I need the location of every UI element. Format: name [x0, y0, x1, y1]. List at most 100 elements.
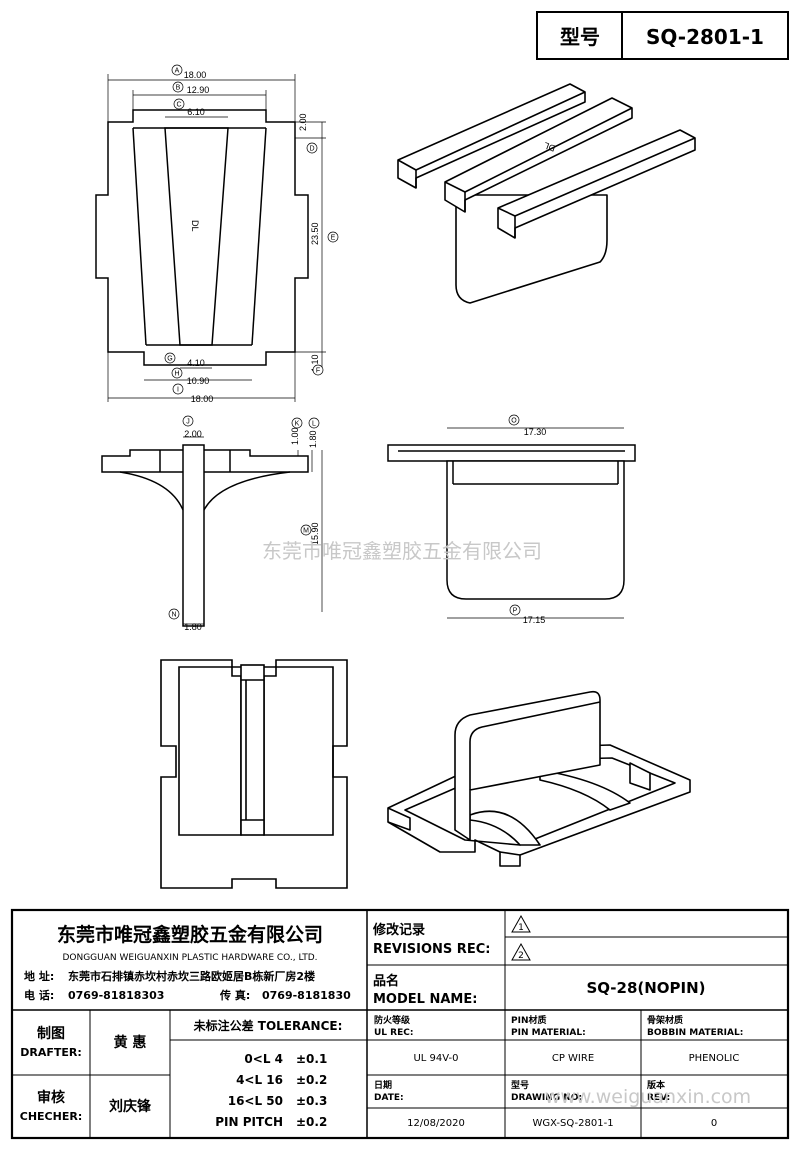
isometric-view-2	[387, 690, 691, 867]
top-view	[95, 109, 309, 366]
dim-a: 18.00	[184, 70, 207, 80]
svg-text:B: B	[176, 85, 181, 92]
svg-text:O: O	[511, 418, 517, 425]
checker-label-en: CHECHER:	[20, 1110, 82, 1123]
dim-b: 12.90	[187, 85, 210, 95]
rev-label-cn: 版本	[646, 1079, 666, 1091]
svg-text:L: L	[312, 421, 316, 428]
phone-label: 电 话:	[24, 988, 54, 1002]
revision-triangle-1: 1	[511, 914, 531, 933]
company-name-cn: 东莞市唯冠鑫塑胶五金有限公司	[57, 923, 323, 946]
tolerance-range-1: 0<L 4	[244, 1052, 283, 1066]
date-value: 12/08/2020	[407, 1118, 465, 1129]
drawing-no-value: WGX-SQ-2801-1	[532, 1118, 613, 1129]
svg-text:A: A	[175, 68, 180, 75]
bubbles-top: A B C D E F G H I	[164, 64, 339, 395]
drafter-label-en: DRAFTER:	[20, 1046, 82, 1059]
svg-text:J: J	[186, 419, 190, 426]
marking-dl-iso: DL	[542, 140, 556, 153]
side-view	[387, 444, 636, 600]
drawing-no-label-en: DRAWING NO:	[511, 1093, 582, 1103]
side-view-dim-lines	[447, 427, 624, 619]
svg-text:C: C	[176, 102, 181, 109]
header-box: 型号 SQ-2801-1	[536, 11, 789, 60]
dim-j: 2.00	[184, 429, 202, 439]
svg-text:1: 1	[518, 923, 524, 933]
address-value: 东莞市石排镇赤坎村赤坎三路欧姬居B栋新厂房2楼	[68, 969, 315, 983]
top-view-dim-lines	[107, 74, 326, 402]
svg-text:P: P	[513, 608, 518, 615]
tolerance-range-2: 4<L 16	[236, 1073, 283, 1087]
bottom-view	[160, 659, 348, 889]
bobbin-label-cn: 骨架材质	[647, 1014, 683, 1026]
tolerance-value-3: ±0.3	[296, 1094, 327, 1108]
svg-text:M: M	[303, 528, 309, 535]
svg-text:I: I	[177, 387, 179, 394]
revision-triangle-2: 2	[511, 942, 531, 961]
part-number: SQ-2801-1	[646, 25, 764, 49]
dim-l: 1.80	[308, 430, 318, 448]
fax-value: 0769-8181830	[262, 989, 351, 1002]
revisions-label-cn: 修改记录	[372, 922, 425, 938]
website-watermark: www.weiguanxin.com	[545, 1086, 751, 1108]
model-label-en: MODEL NAME:	[373, 992, 477, 1007]
dim-h: 10.90	[187, 376, 210, 386]
dim-c: 6.10	[187, 107, 205, 117]
svg-text:E: E	[331, 235, 336, 242]
bubbles-side: O P	[508, 414, 521, 616]
dim-p: 17.15	[523, 615, 546, 625]
watermark-text: 东莞市唯冠鑫塑胶五金有限公司	[262, 539, 542, 563]
dim-d: 2.00	[298, 113, 308, 131]
ul-label-cn: 防火等级	[374, 1014, 411, 1026]
drafter-label-cn: 制图	[37, 1025, 65, 1042]
dim-n: 1.80	[184, 622, 202, 632]
drawing-no-label-cn: 型号	[511, 1079, 529, 1091]
bubbles-front: J K L M N	[168, 415, 320, 620]
front-view-dim-lines	[183, 436, 323, 625]
dim-m: 15.90	[310, 522, 320, 545]
date-label-cn: 日期	[374, 1079, 392, 1091]
phone-value: 0769-81818303	[68, 989, 164, 1002]
title-block-lines	[10, 908, 790, 1140]
revisions-label-en: REVISIONS REC:	[373, 942, 490, 957]
marking-dl-top: DL	[190, 220, 200, 232]
bobbin-label-en: BOBBIN MATERIAL:	[647, 1028, 743, 1038]
address-label: 地 址:	[24, 969, 54, 983]
tolerance-value-2: ±0.2	[296, 1073, 327, 1087]
tolerance-range-3: 16<L 50	[228, 1094, 283, 1108]
checker-name: 刘庆锋	[109, 1098, 152, 1115]
dim-f: 1.10	[310, 354, 320, 372]
type-label: 型号	[560, 25, 600, 49]
dim-i: 18.00	[191, 394, 214, 404]
drafter-name: 黄 惠	[114, 1034, 147, 1051]
pin-value: CP WIRE	[552, 1053, 594, 1064]
tolerance-range-4: PIN PITCH	[215, 1115, 283, 1129]
tolerance-title: 未标注公差 TOLERANCE:	[193, 1018, 343, 1033]
fax-label: 传 真:	[219, 988, 250, 1002]
rev-value: 0	[711, 1118, 717, 1129]
bobbin-value: PHENOLIC	[689, 1053, 740, 1064]
checker-label-cn: 审核	[37, 1089, 65, 1106]
ul-label-en: UL REC:	[374, 1028, 413, 1038]
front-view	[101, 444, 309, 627]
isometric-view-1	[397, 83, 696, 304]
svg-text:F: F	[316, 368, 320, 375]
svg-text:H: H	[174, 371, 179, 378]
svg-text:N: N	[171, 612, 176, 619]
dim-k: 1.00	[290, 427, 300, 445]
svg-text:K: K	[295, 421, 300, 428]
date-label-en: DATE:	[374, 1093, 404, 1103]
ul-value: UL 94V-0	[413, 1053, 458, 1064]
svg-text:D: D	[309, 146, 314, 153]
svg-text:G: G	[167, 356, 172, 363]
pin-label-en: PIN MATERIAL:	[511, 1028, 586, 1038]
model-label-cn: 品名	[373, 973, 399, 989]
tolerance-value-1: ±0.1	[296, 1052, 327, 1066]
rev-label-en: REV:	[647, 1093, 670, 1103]
svg-text:2: 2	[518, 951, 524, 961]
pin-label-cn: PIN材质	[511, 1014, 546, 1026]
dim-g: 4.10	[187, 358, 205, 368]
model-value: SQ-28(NOPIN)	[586, 979, 705, 997]
dim-o: 17.30	[524, 427, 547, 437]
